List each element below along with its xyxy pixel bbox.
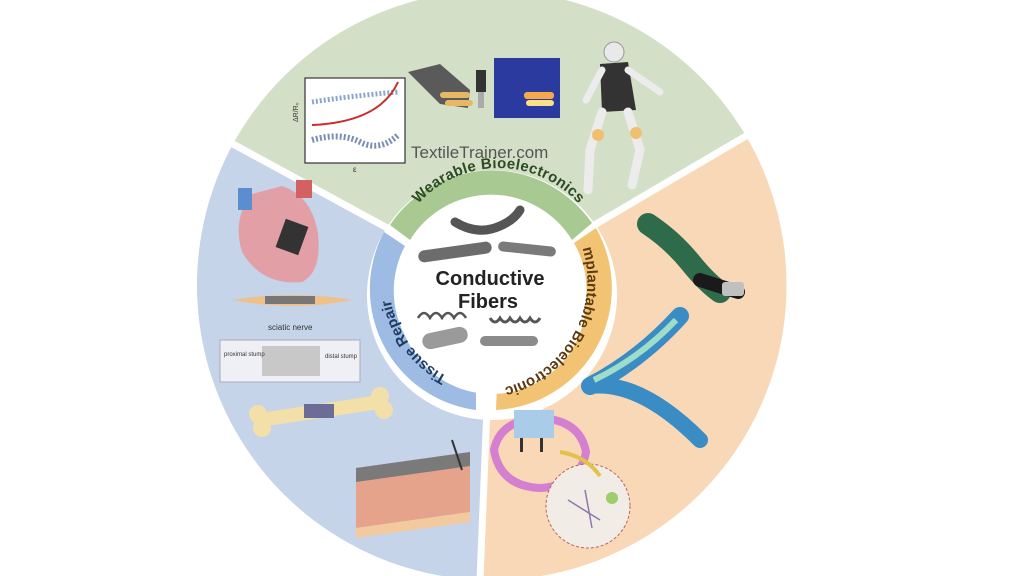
neuron-closeup [545, 450, 631, 549]
strain-curve-upper [311, 89, 399, 105]
watermark-text: TextileTrainer.com [411, 143, 548, 162]
smart-glove-icon [408, 64, 473, 108]
skin-illustration [356, 439, 470, 538]
composite-fiber-icon [480, 336, 538, 346]
strain-chart-frame [304, 77, 406, 164]
coated-wire-illustration [637, 213, 745, 303]
tissue-band [369, 232, 476, 410]
center-title-line1: Conductive [436, 268, 545, 290]
twisted-fiber-icon [498, 241, 556, 257]
strain-chart: ΔR/R₀ ε [293, 77, 406, 174]
hollow-fiber-icon [422, 326, 468, 350]
heart-illustration [238, 180, 319, 283]
beaded-fiber-icon [488, 315, 542, 324]
straight-fiber-icon [418, 241, 492, 263]
implantable-band [496, 228, 612, 410]
distal-stump-label: distal stump [325, 354, 358, 360]
strain-curve-red [311, 81, 399, 126]
bone-illustration [249, 387, 393, 437]
sensor-chip-icon [476, 70, 486, 92]
curved-fiber-icon [450, 205, 525, 235]
wearable-illustrations: ΔR/R₀ ε [293, 41, 664, 195]
nerve-scaffold: sciatic nerve proximal stump distal stum… [219, 295, 361, 383]
brain-illustration [489, 410, 591, 493]
sciatic-nerve-label: sciatic nerve [268, 323, 313, 332]
center-title-line2: Fibers [458, 291, 518, 313]
proximal-stump-label: proximal stump [224, 352, 265, 358]
sensor-chip-icon [478, 92, 484, 108]
y-branch-conduit [581, 307, 708, 448]
thermal-hand-image [494, 58, 560, 118]
center-content: Conductive Fibers [416, 205, 556, 350]
strain-chart-ylabel: ΔR/R₀ [293, 102, 300, 122]
implantable-illustrations [489, 213, 745, 549]
tissue-illustrations: sciatic nerve proximal stump distal stum… [219, 180, 470, 538]
strain-chart-xlabel: ε [353, 165, 357, 174]
wearable-band [390, 170, 592, 240]
strain-curve-lower [311, 132, 401, 149]
runner-figure [582, 41, 664, 195]
coiled-fiber-icon [416, 311, 468, 321]
